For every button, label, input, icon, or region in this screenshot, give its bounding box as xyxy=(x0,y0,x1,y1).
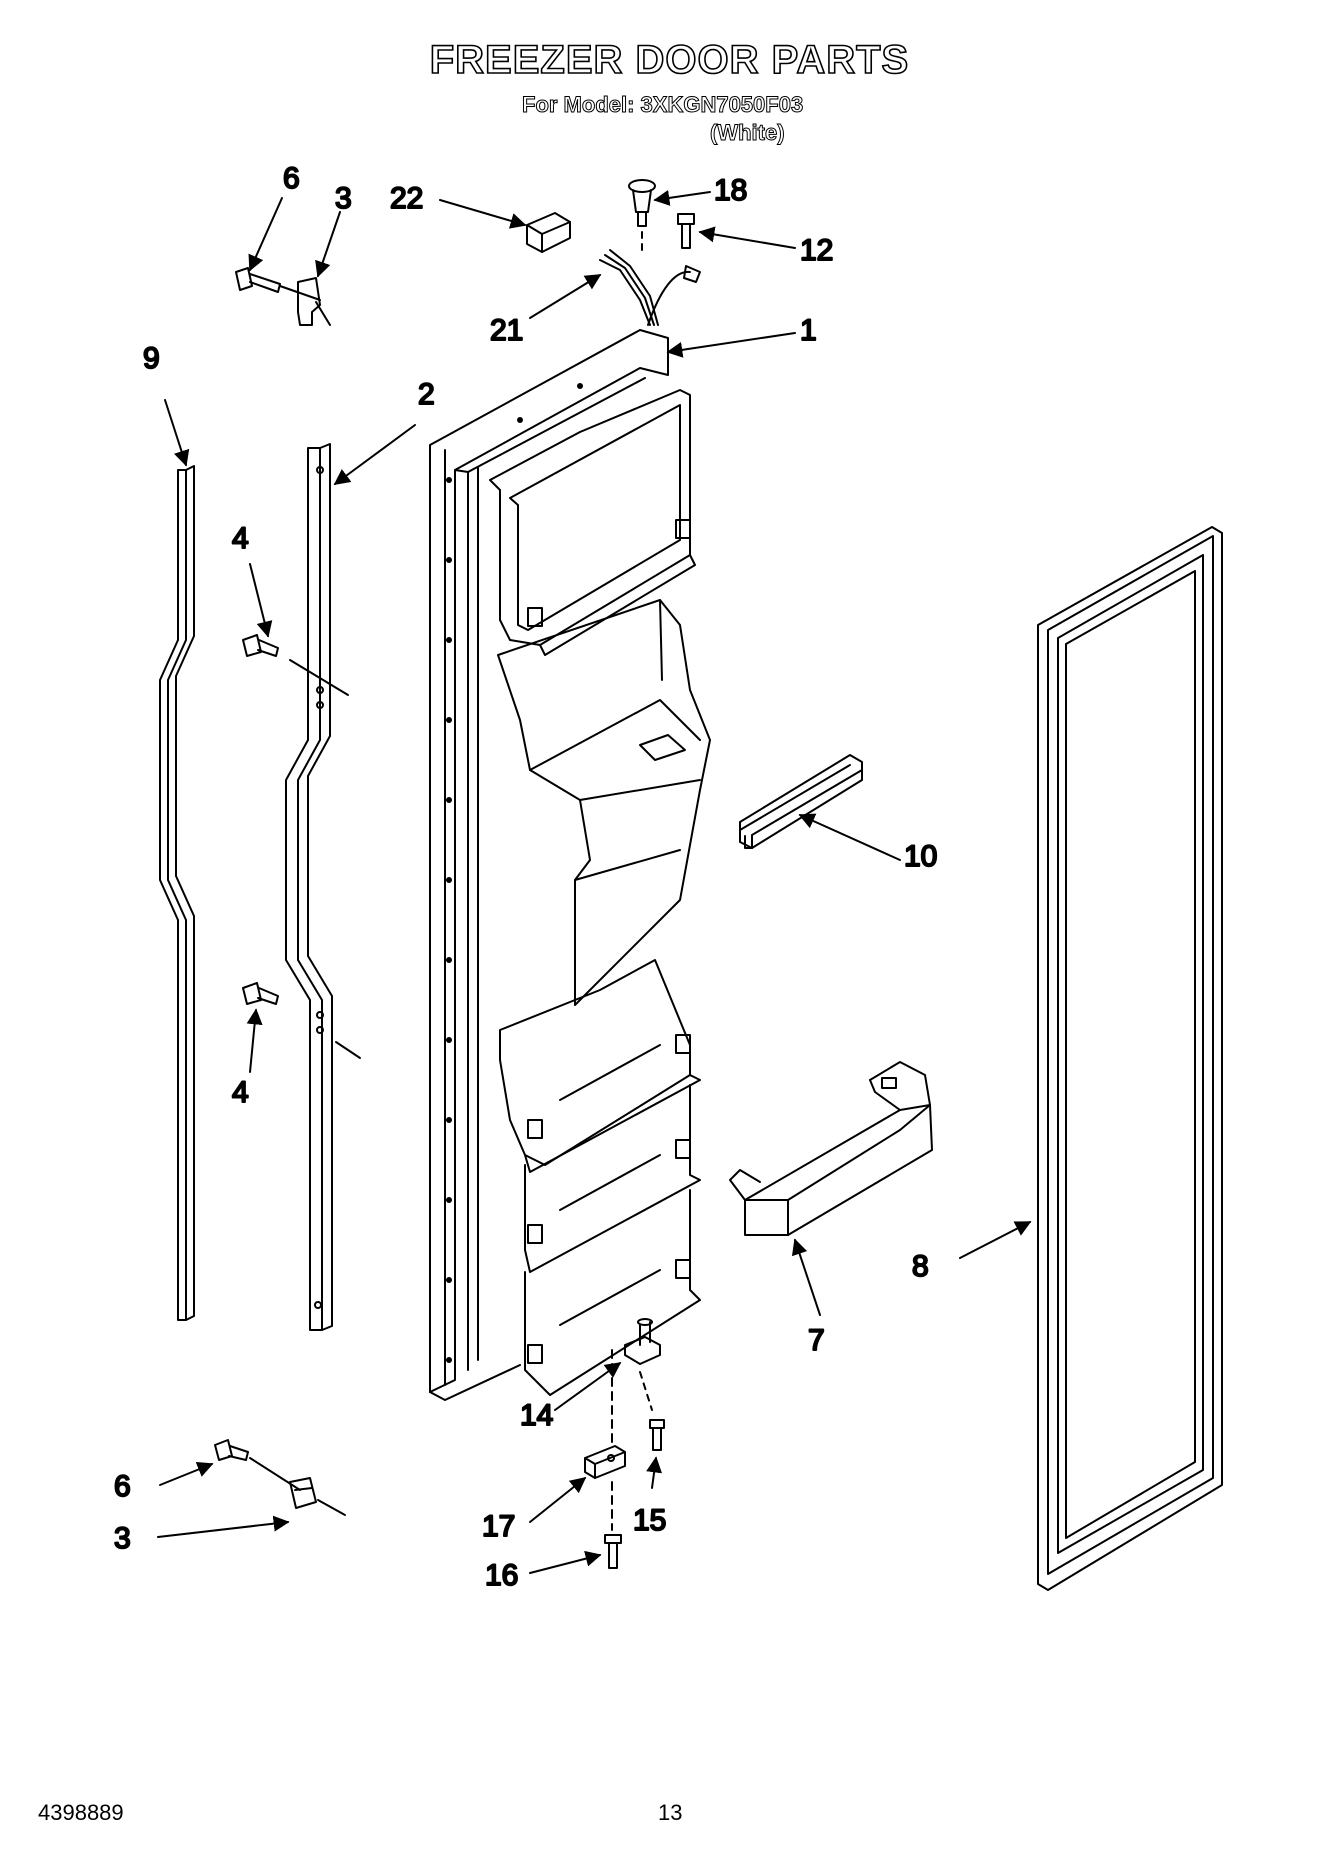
page-number: 13 xyxy=(658,1800,683,1825)
part-9-strip xyxy=(159,465,195,1321)
part-3-hinge-top xyxy=(297,277,331,326)
callout-21: 21 xyxy=(490,314,523,347)
doc-number: 4398889 xyxy=(38,1800,124,1825)
color-line: (White) xyxy=(710,120,786,146)
part-14-hinge-pin xyxy=(624,1318,661,1365)
callout-15: 15 xyxy=(633,1504,666,1537)
part-6-screw-top xyxy=(235,267,321,301)
page-title: FREEZER DOOR PARTS xyxy=(429,37,910,83)
callout-6-bottom: 6 xyxy=(114,1470,131,1503)
part-10-trim xyxy=(739,754,863,849)
callout-6-top: 6 xyxy=(283,162,300,195)
callout-7: 7 xyxy=(808,1324,825,1357)
part-6-screw-bottom xyxy=(214,1439,301,1491)
callout-3-top: 3 xyxy=(335,182,352,215)
part-22-bracket xyxy=(526,212,571,253)
callout-4-upper: 4 xyxy=(232,522,249,555)
callout-14: 14 xyxy=(520,1399,553,1432)
callout-10: 10 xyxy=(904,840,937,873)
part-12-screw xyxy=(677,213,695,249)
callout-2: 2 xyxy=(418,378,435,411)
part-4-screw-lower xyxy=(242,982,361,1059)
callout-3-bottom: 3 xyxy=(114,1522,131,1555)
leader-lines xyxy=(157,190,1032,1574)
part-1-door xyxy=(429,329,711,1401)
part-2-rail xyxy=(285,443,333,1331)
callout-16: 16 xyxy=(485,1559,518,1592)
part-3-hinge-bottom xyxy=(289,1477,346,1516)
part-4-screw-upper xyxy=(242,634,349,696)
callout-18: 18 xyxy=(714,174,747,207)
model-line: For Model: 3XKGN7050F03 xyxy=(521,92,804,118)
part-21-wires xyxy=(599,249,701,326)
callout-12: 12 xyxy=(800,234,833,267)
part-16-screw xyxy=(604,1534,622,1569)
callout-8: 8 xyxy=(912,1250,929,1283)
part-17-bracket xyxy=(584,1445,626,1479)
part-18-plug xyxy=(628,179,656,227)
callout-4-lower: 4 xyxy=(232,1076,249,1109)
callout-22: 22 xyxy=(390,182,423,215)
callout-1: 1 xyxy=(800,314,817,347)
part-15-screw xyxy=(649,1419,665,1451)
callout-9: 9 xyxy=(143,342,160,375)
part-7-bin xyxy=(729,1061,933,1236)
dash-14-15 xyxy=(639,1371,653,1411)
callout-17: 17 xyxy=(482,1510,515,1543)
part-8-gasket xyxy=(1037,526,1223,1591)
